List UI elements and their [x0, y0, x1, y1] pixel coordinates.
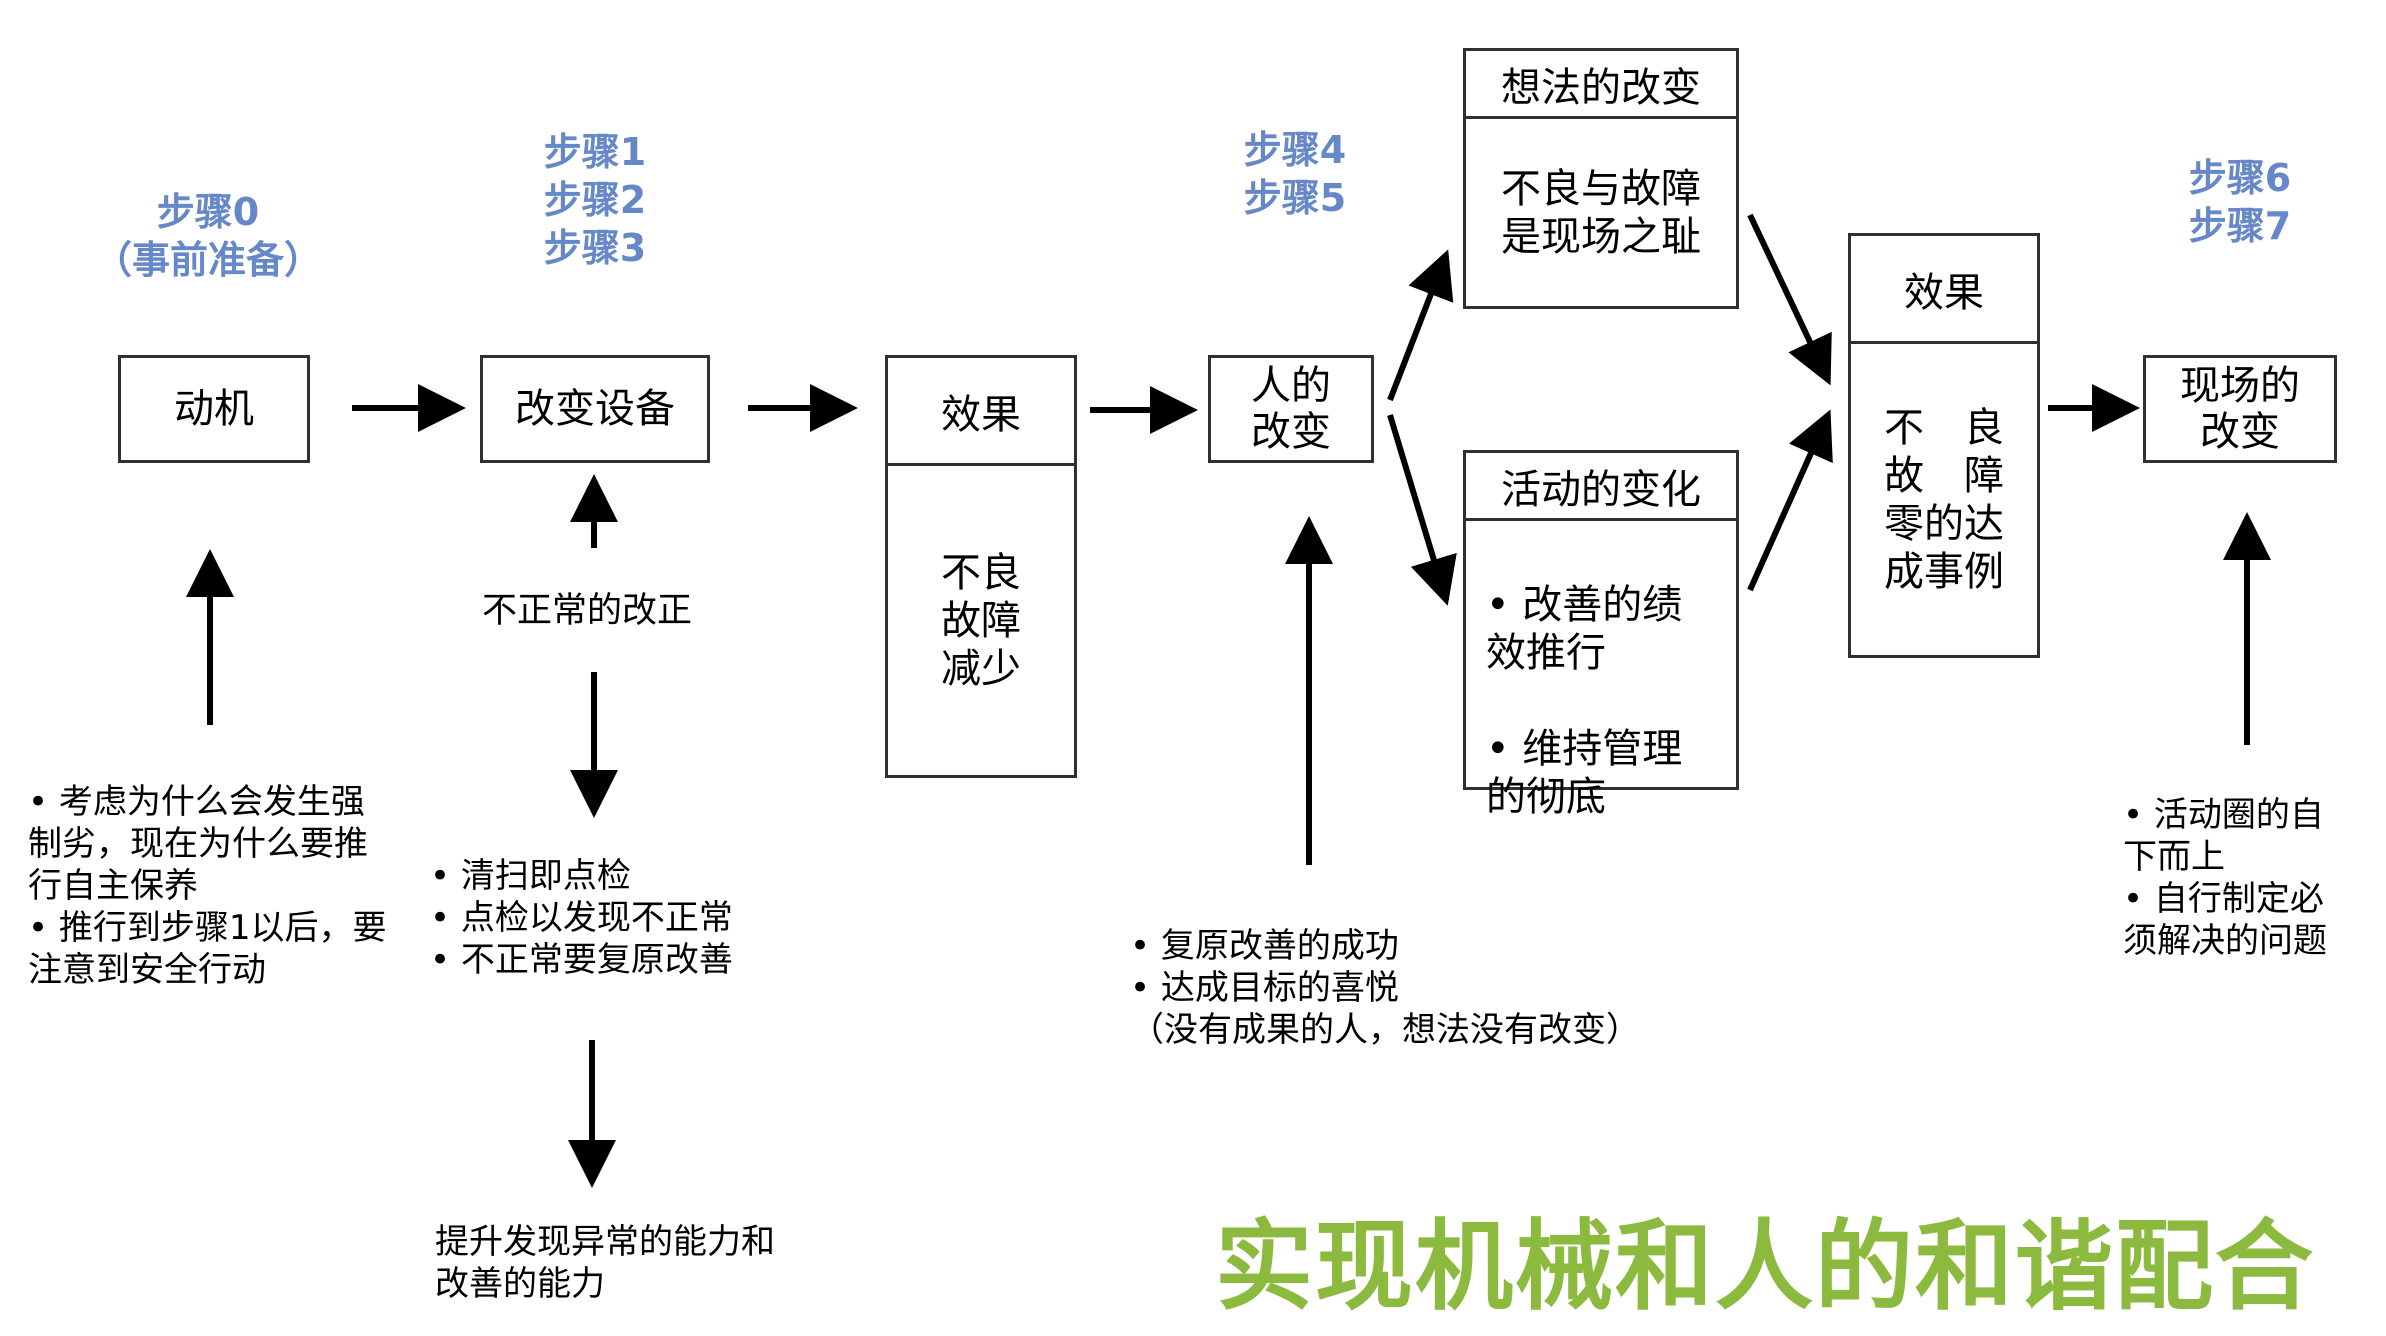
arrow-people-to-activity — [1387, 414, 1457, 606]
note-item: • 不正常要复原改善 — [430, 940, 733, 980]
circle-notes: • 活动圈的自 下而上 • 自行制定必 须解决的问题 — [2123, 794, 2363, 962]
step-0-label: 步骤0（事前准备） — [93, 190, 322, 282]
note-item: • 活动圈的自 下而上 — [2123, 795, 2324, 877]
motive-notes: • 考虑为什么会发生强 制劣，现在为什么要推 行自主保养 • 推行到步骤1以后，… — [28, 781, 418, 991]
site-change-label: 现场的 改变 — [2180, 363, 2300, 455]
abnormal-correction-label: 不正常的改正 — [482, 591, 693, 631]
effect-box-1-body: 不良 故障 减少 — [941, 549, 1021, 692]
cleaning-notes: • 清扫即点检 • 点检以发现不正常 • 不正常要复原改善 — [430, 855, 810, 981]
activity-change-item: • 改善的绩 效推行 — [1486, 582, 1683, 676]
note-item: • 清扫即点检 — [430, 856, 631, 896]
people-change-box: 人的 改变 — [1208, 355, 1374, 463]
thinking-change-head: 想法的改变 — [1466, 51, 1736, 119]
note-item: • 复原改善的成功 — [1130, 926, 1399, 966]
thinking-change-body: 不良与故障 是现场之耻 — [1501, 165, 1701, 260]
note-item: • 达成目标的喜悦 — [1130, 968, 1399, 1008]
harmony-banner: 实现机械和人的和谐配合 — [1215, 1210, 2316, 1324]
note-item: • 自行制定必 须解决的问题 — [2123, 879, 2327, 961]
effect-box-1-head: 效果 — [888, 358, 1074, 466]
change-equipment-label: 改变设备 — [515, 386, 675, 432]
activity-change-body: • 改善的绩 效推行 • 维持管理 的彻底 — [1466, 533, 1736, 820]
thinking-change-box: 想法的改变 不良与故障 是现场之耻 — [1463, 48, 1739, 309]
note-item: （没有成果的人，想法没有改变） — [1130, 1010, 1640, 1050]
arrow-activity-to-effect2 — [1747, 409, 1833, 592]
arrow-thinking-to-effect2 — [1747, 213, 1832, 386]
note-item: • 推行到步骤1以后，要 注意到安全行动 — [28, 908, 387, 990]
effect-box-2: 效果 不 良 故 障 零的达 成事例 — [1848, 233, 2040, 658]
motive-label: 动机 — [174, 386, 254, 432]
success-notes: • 复原改善的成功 • 达成目标的喜悦 （没有成果的人，想法没有改变） — [1130, 925, 1690, 1051]
motive-box: 动机 — [118, 355, 310, 463]
activity-change-head: 活动的变化 — [1466, 453, 1736, 521]
site-change-box: 现场的 改变 — [2143, 355, 2337, 463]
activity-change-item: • 维持管理 的彻底 — [1486, 726, 1683, 820]
arrow-people-to-thinking — [1387, 249, 1454, 402]
note-item: • 考虑为什么会发生强 制劣，现在为什么要推 行自主保养 — [28, 782, 368, 906]
effect-box-2-head: 效果 — [1851, 236, 2037, 344]
people-change-label: 人的 改变 — [1251, 363, 1331, 455]
effect-box-2-body: 不 良 故 障 零的达 成事例 — [1884, 404, 2004, 595]
activity-change-box: 活动的变化 • 改善的绩 效推行 • 维持管理 的彻底 — [1463, 450, 1739, 820]
effect-box-1: 效果 不良 故障 减少 — [885, 355, 1077, 778]
ability-note: 提升发现异常的能力和 改善的能力 — [435, 1222, 775, 1304]
note-item: • 点检以发现不正常 — [430, 898, 733, 938]
change-equipment-box: 改变设备 — [480, 355, 710, 463]
